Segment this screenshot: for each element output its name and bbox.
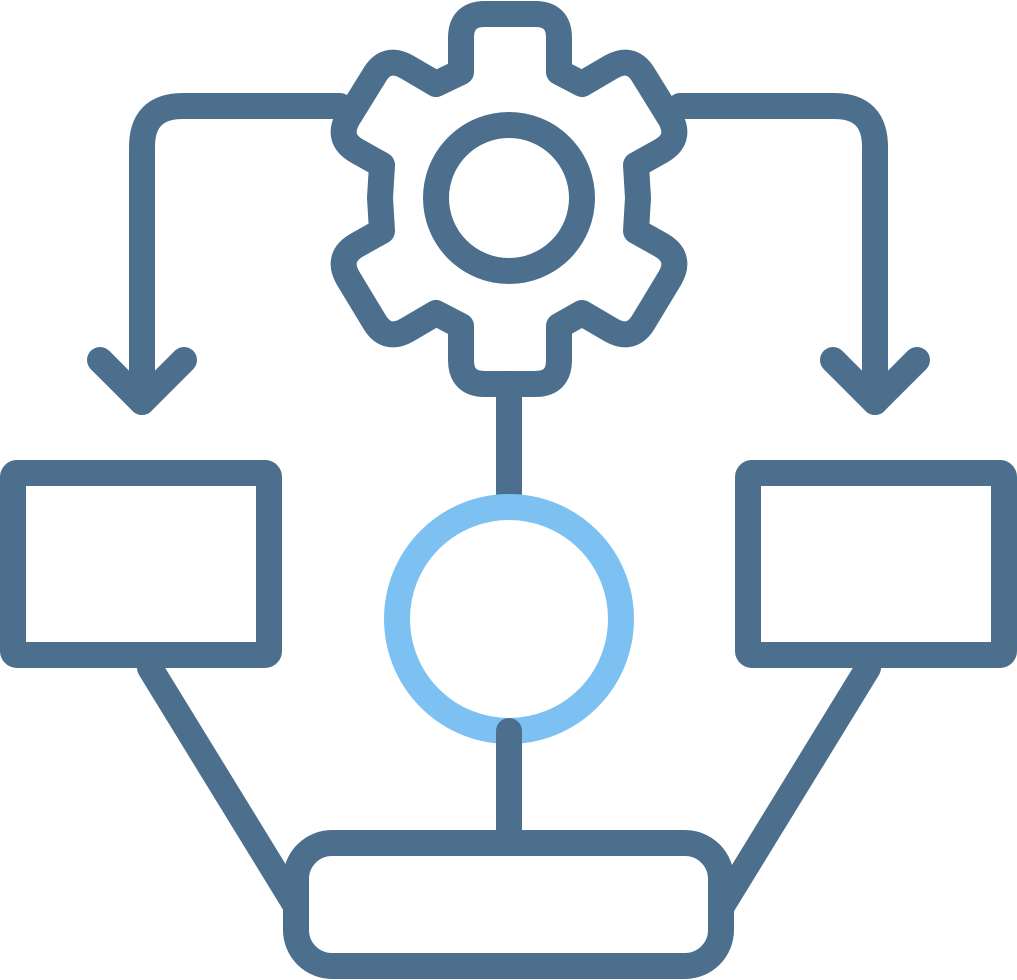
connector-left-diagonal <box>137 655 309 919</box>
gear-icon <box>330 1 688 397</box>
center-circle <box>384 494 634 744</box>
right-arrow-icon <box>667 93 930 415</box>
gear-hub <box>423 112 595 284</box>
bottom-bar <box>283 830 734 979</box>
right-box <box>735 460 1017 668</box>
connector-right-diagonal <box>709 655 881 919</box>
left-arrow-icon <box>87 93 353 415</box>
left-box <box>0 460 282 668</box>
